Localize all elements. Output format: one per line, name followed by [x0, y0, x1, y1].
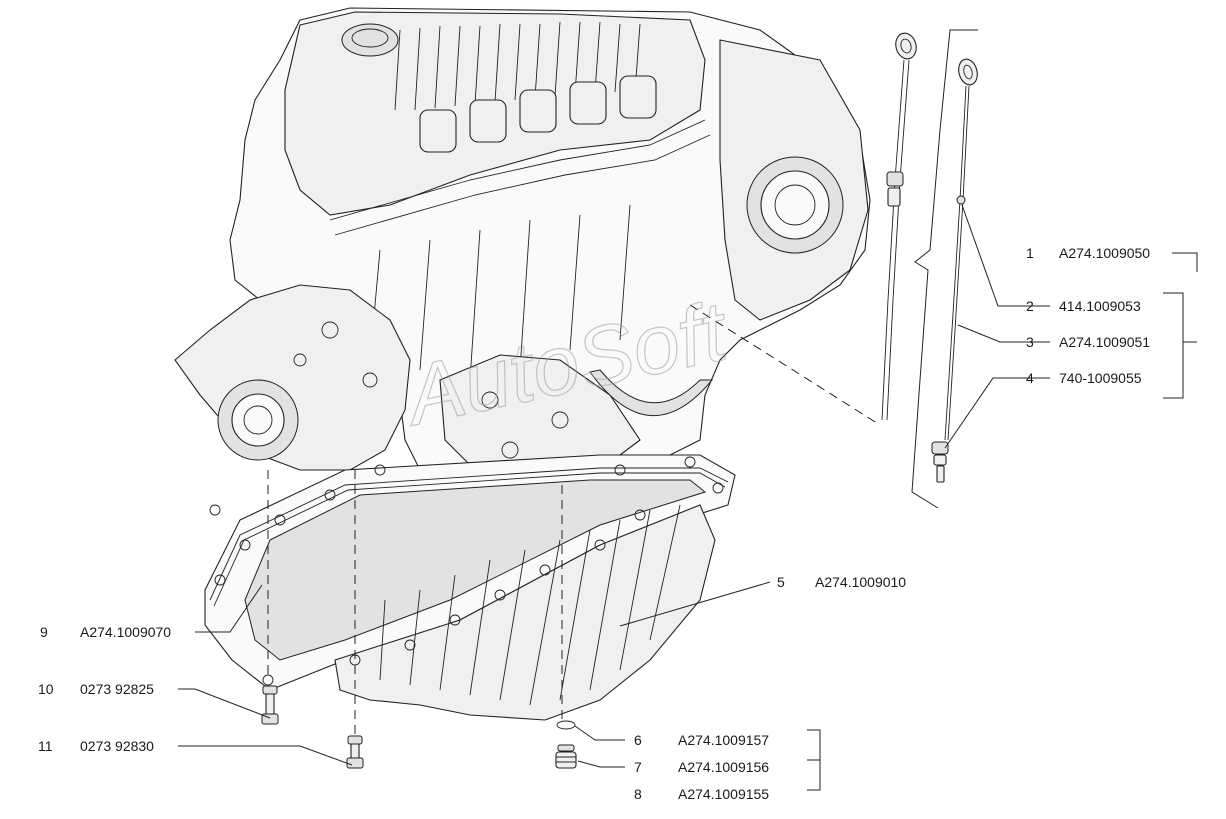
drain-plug-drawing — [555, 744, 577, 769]
callout-2-number: 2 — [1026, 298, 1034, 314]
callout-8-number: 8 — [634, 786, 642, 802]
callout-5-part: A274.1009010 — [815, 574, 906, 590]
callout-6-part: A274.1009157 — [678, 732, 769, 748]
callout-4-number: 4 — [1026, 370, 1034, 386]
gasket-drawing — [209, 467, 729, 607]
bolt-11-drawing — [346, 735, 364, 769]
callout-9-part: A274.1009070 — [80, 624, 171, 640]
o-ring-drawing — [556, 720, 576, 730]
dipstick-drawing — [944, 58, 978, 441]
leader-lines — [178, 204, 1198, 791]
bolt-10-drawing — [261, 685, 279, 725]
callout-1-number: 1 — [1026, 245, 1034, 261]
callout-3-part: A274.1009051 — [1059, 334, 1150, 350]
callout-5-number: 5 — [777, 574, 785, 590]
callout-9-number: 9 — [40, 624, 48, 640]
callout-11-part: 0273 92830 — [80, 738, 154, 754]
callout-10-part: 0273 92825 — [80, 681, 154, 697]
callout-2-part: 414.1009053 — [1059, 298, 1141, 314]
callout-3-number: 3 — [1026, 334, 1034, 350]
callout-1-part: A274.1009050 — [1059, 245, 1150, 261]
callout-11-number: 11 — [38, 738, 53, 754]
callout-labels: 1 A274.1009050 2 414.1009053 3 A274.1009… — [38, 245, 1150, 802]
assembly-lines — [267, 29, 978, 735]
callout-7-number: 7 — [634, 759, 642, 775]
callout-7-part: A274.1009156 — [678, 759, 769, 775]
callout-10-number: 10 — [38, 681, 54, 697]
callout-4-part: 740-1009055 — [1059, 370, 1142, 386]
oil-pan-drawing — [204, 454, 736, 721]
engine-block-drawing — [174, 7, 871, 491]
dipstick-tube-drawing — [881, 32, 917, 421]
callout-6-number: 6 — [634, 732, 642, 748]
plug-drawing — [931, 441, 949, 483]
callout-8-part: A274.1009155 — [678, 786, 769, 802]
